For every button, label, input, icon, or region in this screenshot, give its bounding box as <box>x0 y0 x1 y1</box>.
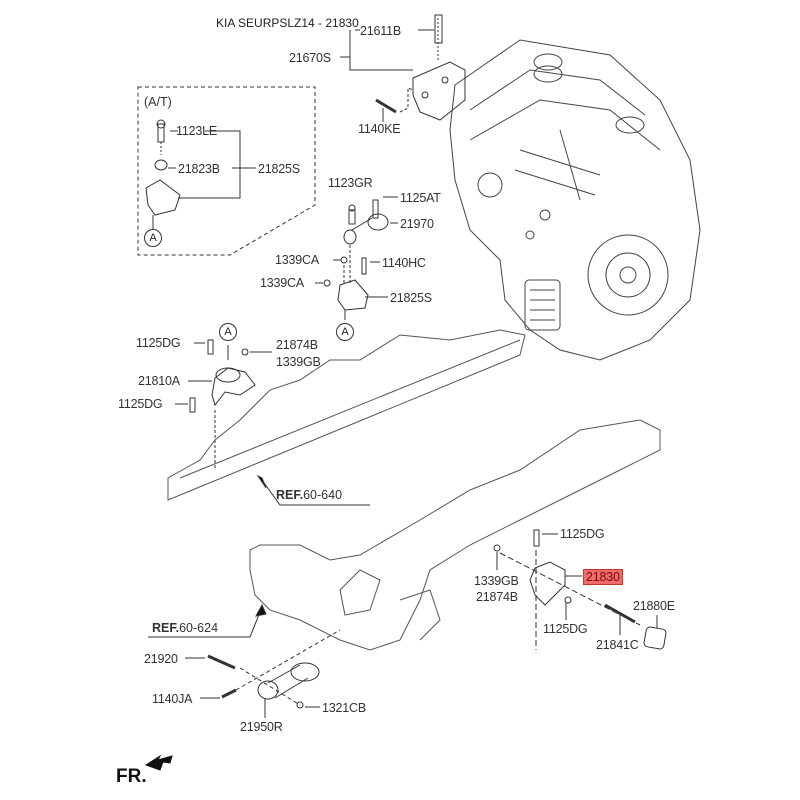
part-label-1140HC[interactable]: 1140HC <box>382 256 426 270</box>
ref-code: 60-624 <box>179 621 219 635</box>
part-label-21611B[interactable]: 21611B <box>360 24 401 38</box>
ref-arrow-60-640 <box>261 479 370 506</box>
front-direction-label: FR. <box>116 766 147 787</box>
part-label-21950R[interactable]: 21950R <box>240 720 283 734</box>
front-arrow-icon <box>144 754 173 771</box>
ref-60-624[interactable]: REF.60-624 <box>152 621 218 635</box>
part-label-1339GB[interactable]: 1339GB <box>276 355 321 369</box>
callout-marker-a: A <box>144 229 162 247</box>
engine-mount-bracket <box>412 14 466 121</box>
right-mount-21830 <box>493 529 667 650</box>
part-label-1123GR[interactable]: 1123GR <box>328 176 373 190</box>
roll-rod-21970 <box>315 196 398 320</box>
part-label-21810A[interactable]: 21810A <box>138 374 180 388</box>
sub-frame-upper <box>167 329 526 501</box>
lower-roll-rod-21950R <box>185 629 341 718</box>
at-group-label: (A/T) <box>144 95 172 109</box>
part-label-1125AT[interactable]: 1125AT <box>400 191 441 205</box>
part-label-1339GB[interactable]: 1339GB <box>474 574 519 588</box>
part-label-21874B[interactable]: 21874B <box>476 590 518 604</box>
part-label-21823B[interactable]: 21823B <box>178 162 220 176</box>
ref-code: 60-640 <box>303 488 343 502</box>
part-label-21825S[interactable]: 21825S <box>390 291 432 305</box>
part-label-1321CB[interactable]: 1321CB <box>322 701 366 715</box>
part-label-21970[interactable]: 21970 <box>400 217 434 231</box>
part-label-21874B[interactable]: 21874B <box>276 338 318 352</box>
part-label-1125DG[interactable]: 1125DG <box>560 527 605 541</box>
callout-marker-a: A <box>219 323 237 341</box>
diagram-title: KIA SEURPSLZ14 - 21830 <box>216 16 359 30</box>
part-label-1339CA[interactable]: 1339CA <box>260 276 304 290</box>
part-label-1125DG[interactable]: 1125DG <box>136 336 181 350</box>
ref-prefix: REF. <box>276 488 304 502</box>
sub-frame-lower <box>249 419 661 651</box>
part-label-21880E[interactable]: 21880E <box>633 599 675 613</box>
part-label-1125DG[interactable]: 1125DG <box>118 397 163 411</box>
ref-60-640[interactable]: REF.60-640 <box>276 488 342 502</box>
at-group-box <box>137 86 316 256</box>
ref-arrow-60-624 <box>148 611 261 638</box>
part-label-1125DG[interactable]: 1125DG <box>543 622 588 636</box>
part-label-21670S[interactable]: 21670S <box>289 51 331 65</box>
part-label-21825S-at[interactable]: 21825S <box>258 162 300 176</box>
at-mount-parts <box>145 119 181 230</box>
part-label-1123LE[interactable]: 1123LE <box>176 124 217 138</box>
part-label-21841C[interactable]: 21841C <box>596 638 639 652</box>
ref-prefix: REF. <box>152 621 180 635</box>
callout-marker-a: A <box>336 323 354 341</box>
part-label-1339CA[interactable]: 1339CA <box>275 253 319 267</box>
left-mount-21810A <box>175 339 272 470</box>
part-label-21830-highlighted[interactable]: 21830 <box>583 569 623 585</box>
engine-block <box>449 39 701 361</box>
part-label-1140KE[interactable]: 1140KE <box>358 122 401 136</box>
part-label-1140JA[interactable]: 1140JA <box>152 692 193 706</box>
part-label-21920[interactable]: 21920 <box>144 652 178 666</box>
